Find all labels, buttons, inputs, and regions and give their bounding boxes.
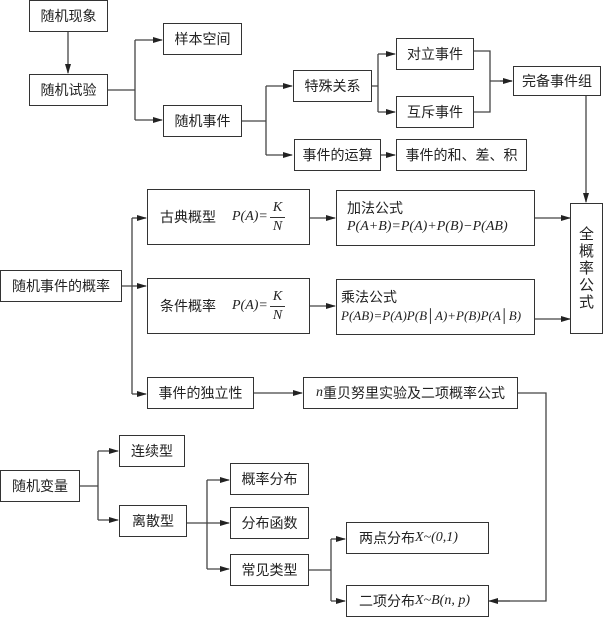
node-random-event: 随机事件 <box>163 105 242 137</box>
node-multiplication-formula: 乘法公式 P(AB)=P(A)P(B│A)+P(B)P(A│B) <box>336 279 535 335</box>
node-total-probability: 全概率公式 <box>570 203 603 334</box>
edge-discrete-branch <box>187 480 208 569</box>
node-event-independence: 事件的独立性 <box>147 377 254 409</box>
node-mutually-exclusive: 互斥事件 <box>396 96 474 128</box>
classical-formula-lhs: P(A)= <box>232 209 268 224</box>
node-random-variable: 随机变量 <box>0 470 80 502</box>
node-special-relation: 特殊关系 <box>293 70 372 102</box>
node-sum-diff-product: 事件的和、差、积 <box>396 139 527 171</box>
edge-variable-branch <box>80 451 99 520</box>
node-addition-formula: 加法公式 P(A+B)=P(A)+P(B)−P(AB) <box>336 190 535 246</box>
node-event-probability: 随机事件的概率 <box>0 270 122 302</box>
node-complete-event-group: 完备事件组 <box>513 66 601 96</box>
edge-experiment-branch <box>108 40 136 120</box>
edge-event-branch <box>242 86 267 155</box>
node-continuous: 连续型 <box>119 435 185 467</box>
edge-bernoulli-to-binomial <box>497 392 547 602</box>
node-discrete: 离散型 <box>119 505 187 537</box>
multiplication-formula-text: P(AB)=P(A)P(B│A)+P(B)P(A│B) <box>341 308 522 323</box>
conditional-formula-lhs: P(A)= <box>232 298 268 313</box>
node-distribution-function: 分布函数 <box>230 507 309 539</box>
node-probability-distribution: 概率分布 <box>230 463 309 495</box>
node-random-experiment: 随机试验 <box>29 74 108 106</box>
edge-special-branch <box>372 54 379 112</box>
node-event-operations: 事件的运算 <box>294 139 381 171</box>
node-random-phenomenon: 随机现象 <box>29 0 108 32</box>
node-opposite-events: 对立事件 <box>396 38 474 70</box>
edge-common-branch <box>309 539 332 601</box>
edge-probability-branch <box>122 218 133 394</box>
addition-formula-text: P(A+B)=P(A)+P(B)−P(AB) <box>347 219 508 234</box>
node-sample-space: 样本空间 <box>163 23 242 55</box>
node-common-types: 常见类型 <box>230 554 309 586</box>
